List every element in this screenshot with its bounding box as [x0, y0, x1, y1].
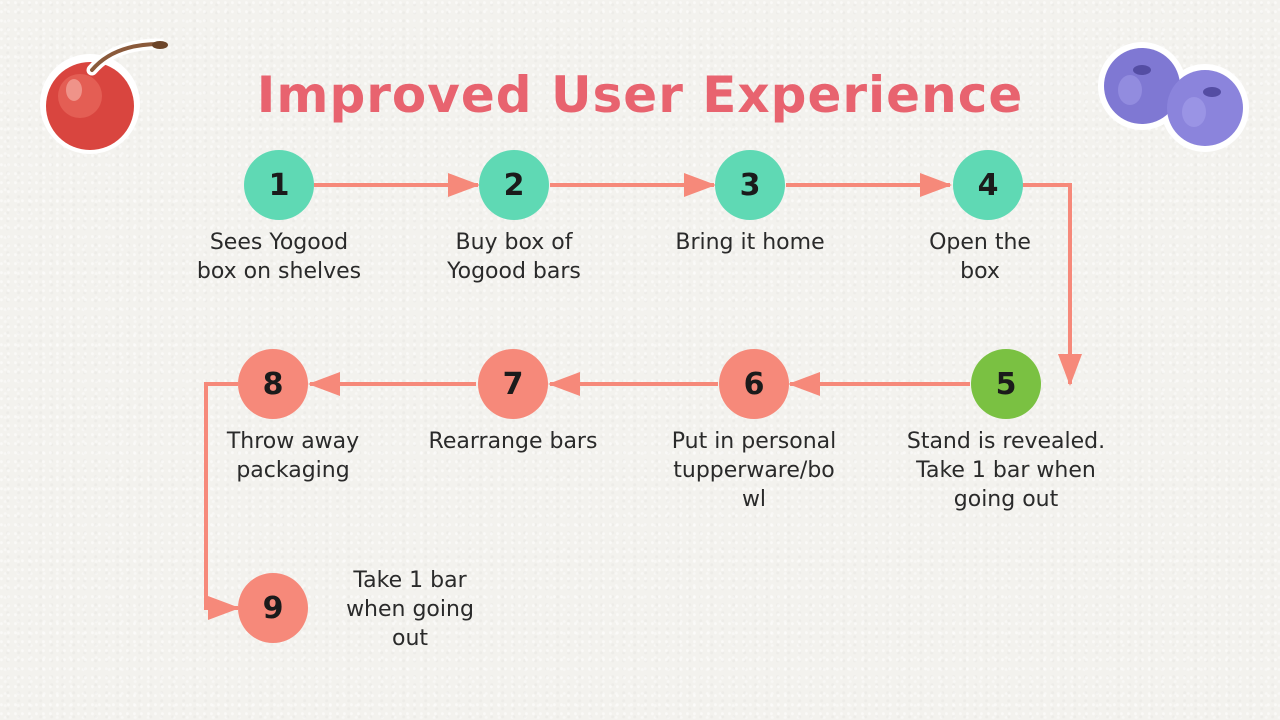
- step-3-circle: 3: [715, 150, 785, 220]
- step-9-circle: 9: [238, 573, 308, 643]
- step-3-label: Bring it home: [675, 230, 825, 255]
- step-1-number: 1: [268, 167, 290, 203]
- step-5-number: 5: [995, 366, 1017, 402]
- step-2-circle: 2: [479, 150, 549, 220]
- step-6-circle: 6: [719, 349, 789, 419]
- step-9-label: Take 1 bar when going out: [346, 568, 474, 651]
- step-6-number: 6: [743, 366, 765, 402]
- blueberries-illustration: [1090, 40, 1260, 155]
- cherry-icon: [40, 38, 168, 154]
- step-5-circle: 5: [971, 349, 1041, 419]
- step-1-circle: 1: [244, 150, 314, 220]
- step-5-label: Stand is revealed. Take 1 bar when going…: [906, 429, 1106, 512]
- connector-8-9: [204, 382, 240, 620]
- step-8-label: Throw away packaging: [226, 429, 360, 483]
- step-4-number: 4: [977, 167, 999, 203]
- blueberry-icon: [1098, 42, 1249, 152]
- connector-4-5: [1022, 183, 1082, 386]
- step-3-number: 3: [739, 167, 761, 203]
- step-4-circle: 4: [953, 150, 1023, 220]
- step-9-number: 9: [262, 590, 284, 626]
- page-title: Improved User Experience: [256, 66, 1024, 124]
- step-7-label: Rearrange bars: [428, 429, 598, 454]
- step-6-label: Put in personal tupperware/bo wl: [671, 429, 837, 512]
- step-8-circle: 8: [238, 349, 308, 419]
- step-7-number: 7: [502, 366, 524, 402]
- step-7-circle: 7: [478, 349, 548, 419]
- step-2-label: Buy box of Yogood bars: [447, 230, 581, 284]
- step-2-number: 2: [503, 167, 525, 203]
- step-1-label: Sees Yogood box on shelves: [196, 230, 362, 284]
- cherry-illustration: [28, 30, 178, 160]
- step-4-label: Open the box: [929, 230, 1031, 284]
- step-8-number: 8: [262, 366, 284, 402]
